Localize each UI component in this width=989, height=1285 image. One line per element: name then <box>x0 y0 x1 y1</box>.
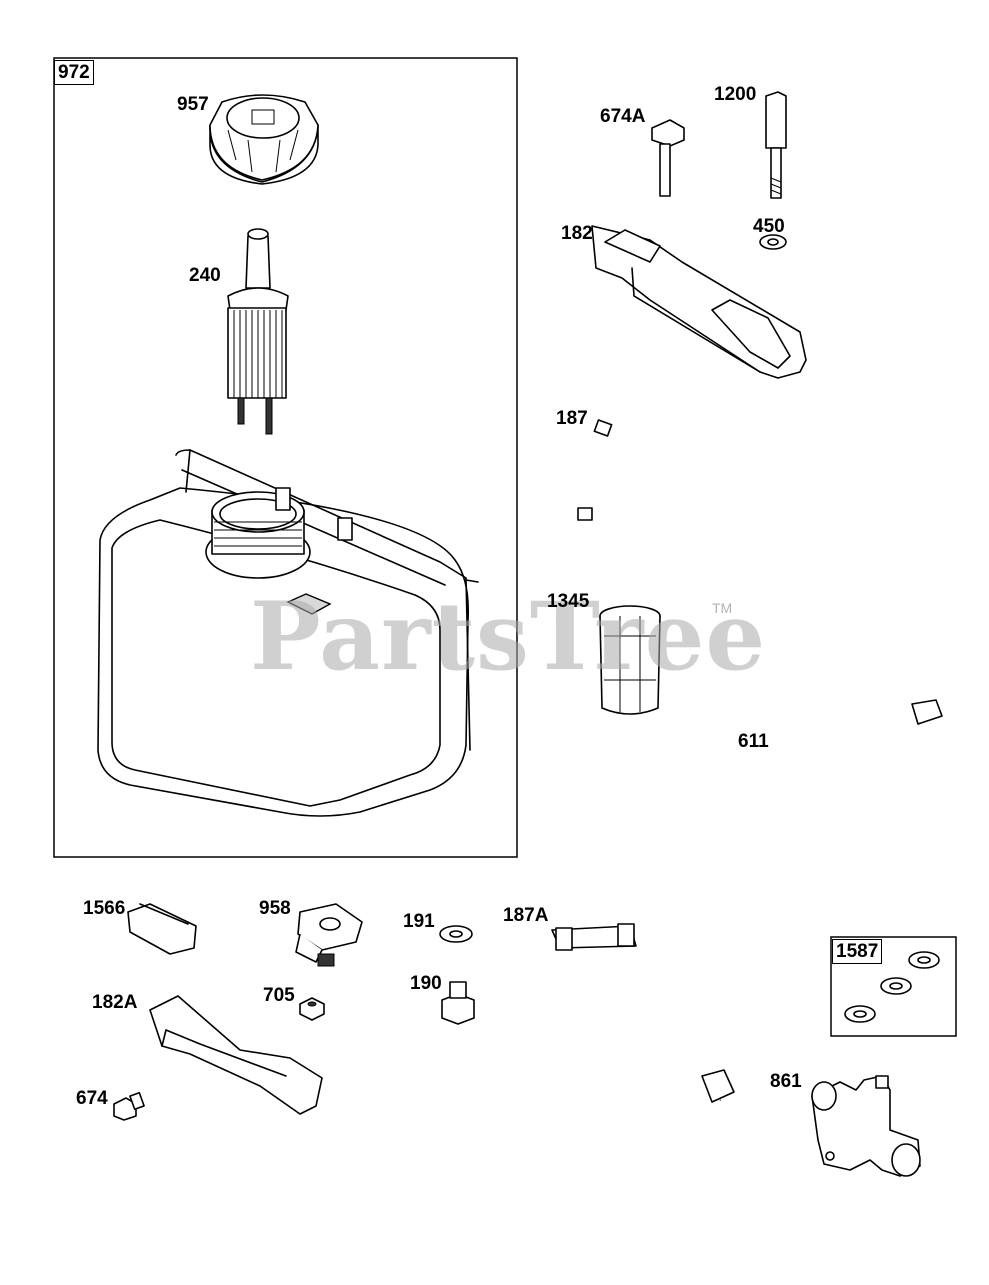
part-label-1200[interactable]: 1200 <box>714 84 757 105</box>
part-label-187[interactable]: 187 <box>556 408 588 429</box>
washer-191-drawing <box>439 925 473 943</box>
part-label-1345[interactable]: 1345 <box>547 591 590 612</box>
trademark-symbol: TM <box>712 600 733 616</box>
part-label-191[interactable]: 191 <box>403 911 435 932</box>
bracket-182A-drawing <box>149 995 323 1115</box>
nut-705-drawing <box>299 997 325 1021</box>
stud-1200-drawing <box>765 91 787 199</box>
part-label-957[interactable]: 957 <box>177 94 209 115</box>
part-label-861[interactable]: 861 <box>770 1071 802 1092</box>
part-label-450[interactable]: 450 <box>753 216 785 237</box>
bracket-182-drawing <box>591 225 807 379</box>
bolt-674A-drawing <box>651 119 685 197</box>
fuel-tank-drawing <box>97 449 479 817</box>
fuel-cap-drawing <box>209 94 319 185</box>
valve-958-drawing <box>295 903 363 967</box>
part-label-190[interactable]: 190 <box>410 973 442 994</box>
washer-kit-1587-drawing <box>844 951 940 1023</box>
assembly-box-label: 972 <box>54 60 94 85</box>
part-label-705[interactable]: 705 <box>263 985 295 1006</box>
clip-1566-drawing <box>127 903 197 955</box>
part-label-1566[interactable]: 1566 <box>83 898 126 919</box>
kit-box-label: 1587 <box>832 939 883 964</box>
assembly-box <box>53 57 518 858</box>
part-label-958[interactable]: 958 <box>259 898 291 919</box>
hose-187A-drawing <box>551 923 637 951</box>
kit-box <box>830 936 957 1037</box>
bolt-674-drawing <box>113 1091 145 1121</box>
fuel-pipe-611-drawing <box>658 690 943 1103</box>
part-label-674A[interactable]: 674A <box>600 106 646 127</box>
part-label-182A[interactable]: 182A <box>92 992 138 1013</box>
watermark: PartsTree <box>250 582 767 692</box>
part-label-611[interactable]: 611 <box>738 731 769 752</box>
part-label-187A[interactable]: 187A <box>503 905 549 926</box>
part-label-182[interactable]: 182 <box>561 223 593 244</box>
injector-861-drawing <box>811 1075 921 1177</box>
washer-450-drawing <box>759 234 787 250</box>
fuel-line-187-drawing <box>577 419 644 521</box>
part-label-674[interactable]: 674 <box>76 1088 108 1109</box>
fuel-filter-drawing <box>227 228 289 435</box>
plug-190-drawing <box>441 981 475 1025</box>
strainer-1345-drawing <box>599 605 661 715</box>
part-label-240[interactable]: 240 <box>189 265 221 286</box>
